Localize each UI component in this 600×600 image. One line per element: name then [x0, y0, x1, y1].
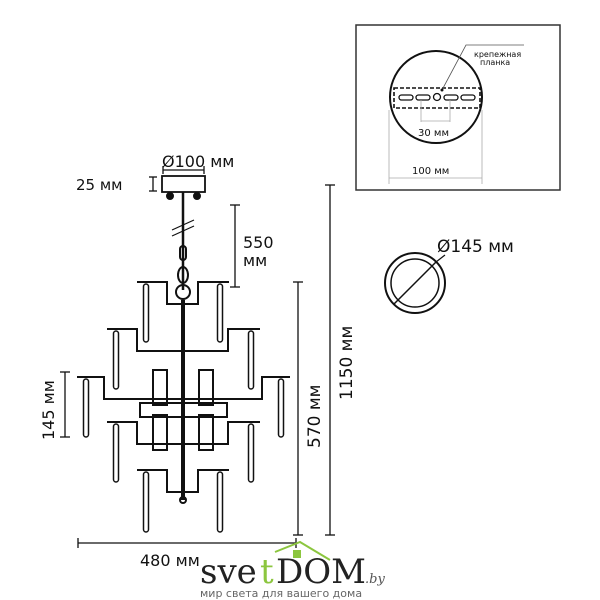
- bracket-label-2: планка: [480, 58, 510, 67]
- canopy-height-label: 25 мм: [76, 176, 123, 194]
- dimension-lines: [60, 166, 335, 548]
- lamps: [139, 369, 228, 451]
- chain-length-value: 550: [243, 233, 274, 252]
- crystal-pendant: [142, 283, 150, 343]
- crystal-pendant: [82, 378, 90, 438]
- logo: sve t DOM .by мир света для вашего дома: [200, 540, 385, 600]
- tier-1: [137, 281, 229, 305]
- crystal-pendant: [142, 471, 150, 533]
- shade-diameter-label: Ø145 мм: [437, 237, 514, 257]
- canopy-diameter-label: Ø100 мм: [162, 152, 234, 171]
- width-label: 480 мм: [140, 551, 200, 570]
- hole-spacing-label: 30 мм: [418, 128, 449, 139]
- crystal-pendant: [277, 378, 285, 438]
- body-height-label: 570 мм: [305, 384, 325, 448]
- shade-detail: [384, 252, 446, 314]
- canopy: [161, 175, 206, 193]
- total-height-label: 1150 мм: [337, 326, 357, 400]
- bracket-label-1: крепежная: [474, 50, 521, 59]
- tier-4: [107, 421, 260, 445]
- logo-tagline: мир света для вашего дома: [200, 587, 362, 600]
- logo-t: t: [260, 552, 274, 592]
- crystal-pendant: [247, 423, 255, 483]
- crystal-pendant: [216, 471, 224, 533]
- tier-2: [107, 328, 260, 352]
- logo-sve: sve: [200, 552, 257, 592]
- tier-5: [137, 469, 229, 493]
- crystal-pendant: [112, 423, 120, 483]
- chain-length-unit: мм: [243, 251, 267, 270]
- logo-dom: DOM: [276, 552, 366, 592]
- chandelier: [77, 175, 290, 533]
- base-diameter-label: 100 мм: [412, 166, 449, 177]
- mount-detail: крепежная планка 30 мм 100 мм: [355, 24, 561, 191]
- crystal-pendant: [112, 330, 120, 390]
- crystal-pendant: [247, 330, 255, 390]
- tier-height-label: 145 мм: [39, 380, 58, 440]
- logo-domain: .by: [365, 572, 385, 587]
- crystal-pendant: [216, 283, 224, 343]
- tier-3: [77, 376, 290, 400]
